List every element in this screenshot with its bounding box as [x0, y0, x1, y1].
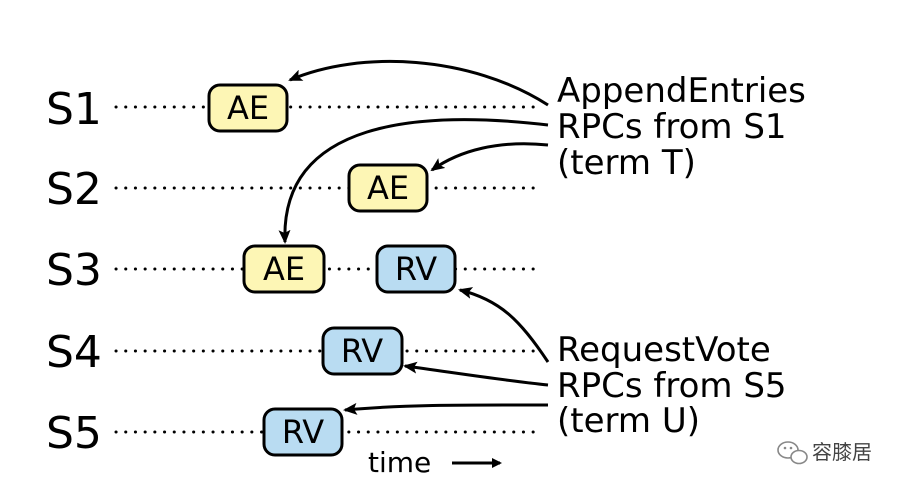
arrow-ae-to-s1	[288, 59, 549, 107]
s1-ae-label: AE	[227, 89, 269, 127]
request-vote-annotation-line1: RequestVote	[557, 330, 771, 370]
request-vote-annotation-line3: (term U)	[557, 401, 700, 441]
s3-ae-label: AE	[263, 250, 305, 288]
server-label-s5: S5	[46, 408, 102, 459]
arrow-ae-to-s2	[430, 142, 549, 172]
arrow-rv-to-s4	[403, 361, 549, 387]
request-vote-annotation-line2: RPCs from S5	[557, 366, 787, 406]
s3-request-vote-box: RV	[375, 244, 457, 294]
s2-append-entries-box: AE	[347, 163, 429, 213]
time-axis-label: time	[368, 446, 431, 479]
arrow-ae-to-s3	[278, 118, 549, 244]
s5-rv-label: RV	[282, 413, 324, 451]
arrow-rv-to-s5	[343, 402, 549, 415]
server-label-s2: S2	[46, 164, 102, 215]
watermark: 容膝居	[777, 440, 872, 465]
s5-request-vote-box: RV	[262, 407, 344, 457]
watermark-text: 容膝居	[812, 440, 872, 464]
s1-append-entries-box: AE	[207, 83, 289, 133]
append-entries-annotation-line2: RPCs from S1	[557, 107, 787, 147]
append-entries-annotation-line1: AppendEntries	[557, 71, 806, 111]
wechat-icon	[777, 441, 808, 465]
s4-request-vote-box: RV	[321, 326, 404, 376]
server-label-s3: S3	[46, 245, 102, 296]
s4-rv-label: RV	[341, 332, 383, 370]
arrow-rv-to-s3	[458, 287, 550, 363]
server-label-s4: S4	[46, 327, 102, 378]
append-entries-annotation-line3: (term T)	[557, 143, 696, 183]
s3-rv-label: RV	[395, 250, 437, 288]
s2-ae-label: AE	[367, 169, 409, 207]
server-label-s1: S1	[46, 84, 102, 135]
s3-append-entries-box: AE	[242, 244, 326, 294]
